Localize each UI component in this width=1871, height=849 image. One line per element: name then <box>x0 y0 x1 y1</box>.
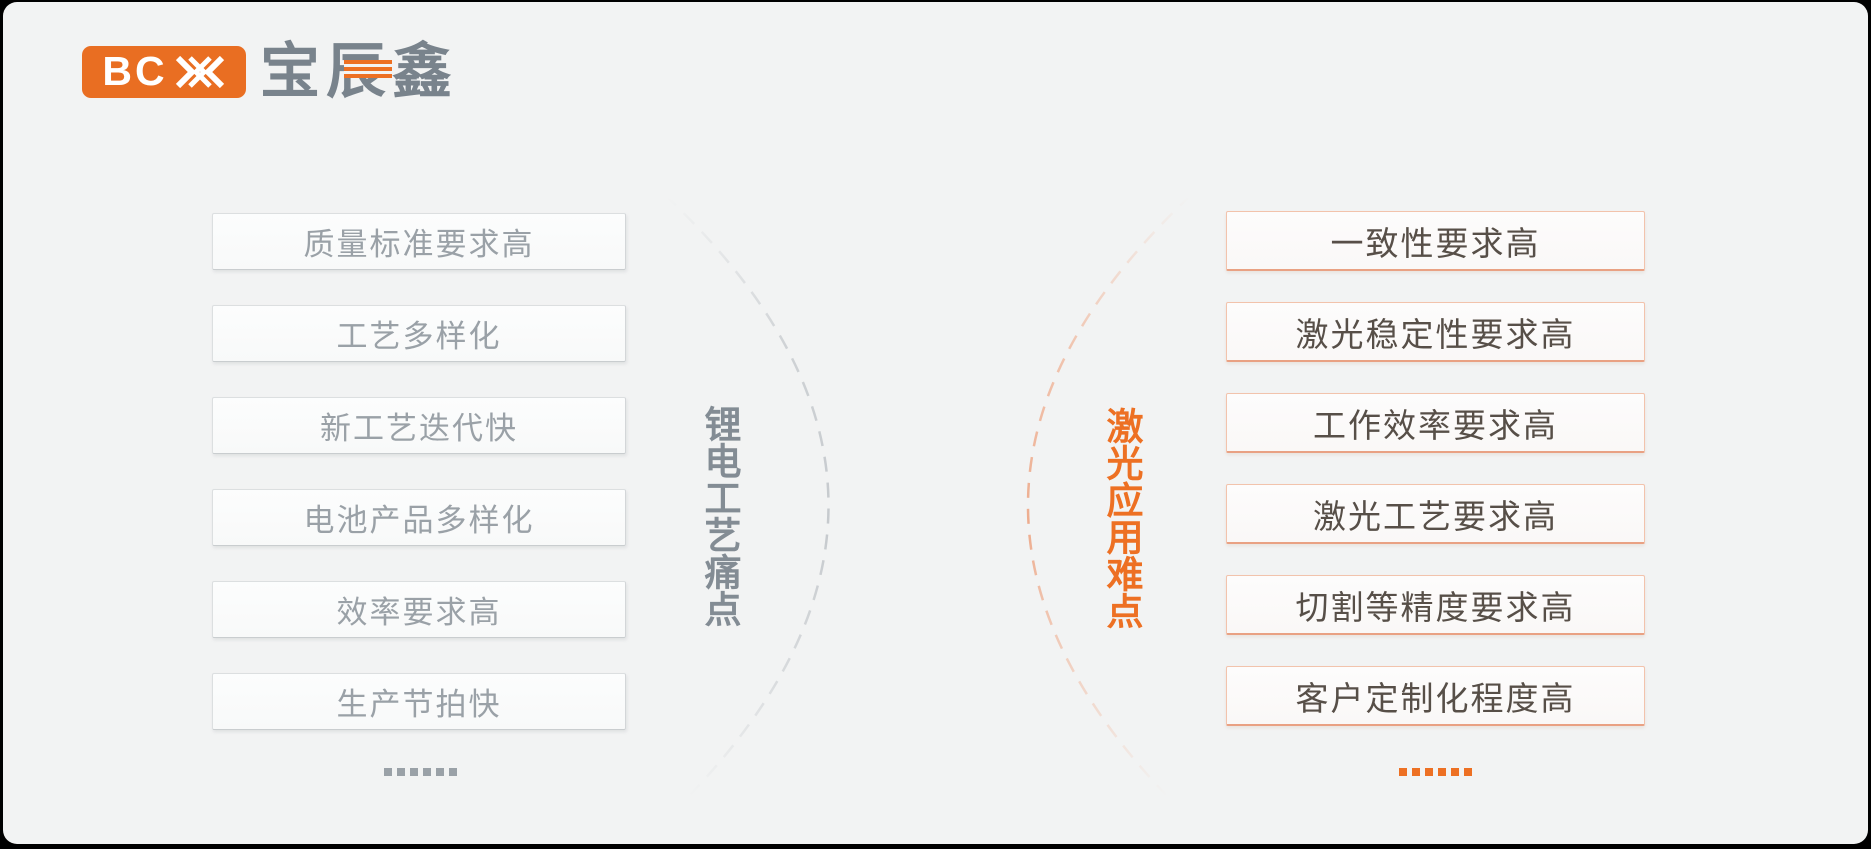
slide-panel: BC 宝辰鑫 质量标准要求高 工艺多 <box>3 2 1868 844</box>
pain-point-box: 质量标准要求高 <box>212 213 626 270</box>
difficulty-label: 客户定制化程度高 <box>1295 679 1576 717</box>
difficulty-label: 切割等精度要求高 <box>1295 588 1576 626</box>
ellipsis-dot <box>1438 768 1446 776</box>
right-ellipsis-dots <box>1399 768 1472 776</box>
left-ellipsis-dots <box>384 768 457 776</box>
ellipsis-dot <box>1451 768 1459 776</box>
difficulty-box: 激光稳定性要求高 <box>1226 302 1645 362</box>
gray-dashed-arc <box>664 194 830 796</box>
pain-point-box: 生产节拍快 <box>212 673 626 730</box>
ellipsis-dot <box>410 768 418 776</box>
chevron-x-icon <box>175 56 224 88</box>
ellipsis-dot <box>1412 768 1420 776</box>
pain-point-label: 工艺多样化 <box>336 319 502 354</box>
company-logo: BC 宝辰鑫 <box>82 42 458 102</box>
pain-point-label: 效率要求高 <box>336 595 502 630</box>
ellipsis-dot <box>397 768 405 776</box>
difficulty-label: 激光稳定性要求高 <box>1295 315 1576 353</box>
ellipsis-dot <box>384 768 392 776</box>
difficulty-box: 一致性要求高 <box>1226 211 1645 271</box>
ellipsis-dot <box>449 768 457 776</box>
left-column-title: 锂电工艺痛点 <box>699 405 740 627</box>
pain-point-label: 生产节拍快 <box>336 687 502 722</box>
difficulty-box: 工作效率要求高 <box>1226 393 1645 453</box>
pain-point-label: 新工艺迭代快 <box>320 411 518 446</box>
difficulty-label: 工作效率要求高 <box>1313 406 1558 444</box>
difficulty-label: 激光工艺要求高 <box>1313 497 1558 535</box>
ellipsis-dot <box>436 768 444 776</box>
right-column-title: 激光应用难点 <box>1101 407 1142 629</box>
difficulty-list: 一致性要求高 激光稳定性要求高 工作效率要求高 激光工艺要求高 切割等精度要求高 <box>1226 211 1645 757</box>
ellipsis-dot <box>1464 768 1472 776</box>
pain-point-box: 效率要求高 <box>212 581 626 638</box>
company-name: 宝辰鑫 <box>260 42 458 102</box>
difficulty-box: 激光工艺要求高 <box>1226 484 1645 544</box>
difficulty-label: 一致性要求高 <box>1330 224 1541 262</box>
pain-point-list: 质量标准要求高 工艺多样化 新工艺迭代快 电池产品多样化 效率要求高 <box>212 213 626 765</box>
ellipsis-dot <box>423 768 431 776</box>
logo-orange-stripes-decoration <box>344 60 392 78</box>
pain-point-label: 质量标准要求高 <box>303 227 535 262</box>
logo-badge-letters: BC <box>102 47 168 94</box>
ellipsis-dot <box>1399 768 1407 776</box>
pain-point-label: 电池产品多样化 <box>303 503 535 538</box>
pain-point-box: 电池产品多样化 <box>212 489 626 546</box>
pain-point-box: 新工艺迭代快 <box>212 397 626 454</box>
pain-point-box: 工艺多样化 <box>212 305 626 362</box>
difficulty-box: 客户定制化程度高 <box>1226 666 1645 726</box>
ellipsis-dot <box>1425 768 1433 776</box>
difficulty-box: 切割等精度要求高 <box>1226 575 1645 635</box>
logo-badge: BC <box>82 46 246 98</box>
